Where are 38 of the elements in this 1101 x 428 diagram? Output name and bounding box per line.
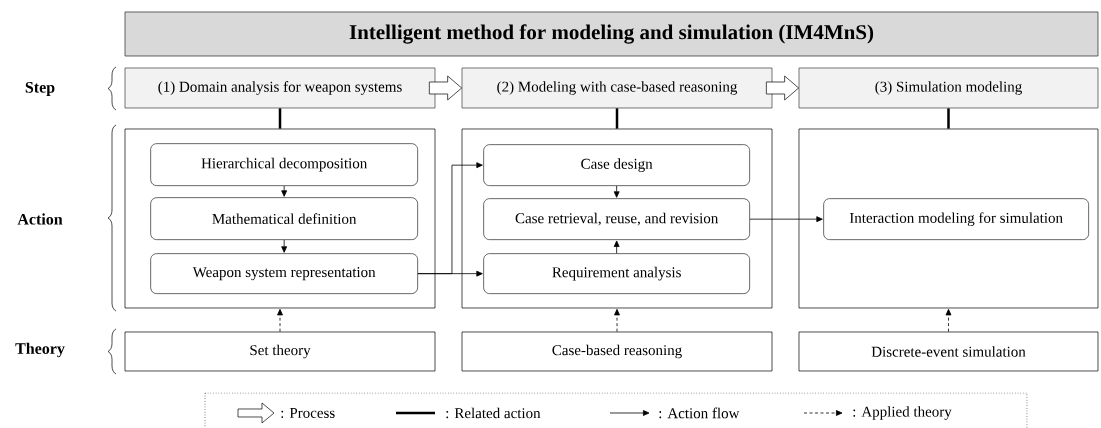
theory-box: Discrete-event simulation [798, 331, 1099, 372]
step-box: (1) Domain analysis for weapon systems [124, 67, 436, 109]
theory-box: Case-based reasoning [461, 331, 773, 372]
dashed-arrow [277, 308, 283, 333]
related-action-line [278, 108, 282, 129]
related-action-line [615, 108, 619, 129]
legend-label: : Process [281, 408, 335, 418]
process-arrow [766, 75, 799, 101]
legend-label: : Related action [446, 407, 541, 419]
row-label: Theory [15, 342, 65, 358]
process-arrow [429, 75, 462, 101]
action-box: Case design [483, 144, 750, 186]
action-box: Requirement analysis [483, 253, 750, 294]
row-label: Action [17, 213, 63, 225]
step-box: (2) Modeling with case-based reasoning [461, 67, 773, 109]
legend-label: : Action flow [659, 407, 740, 419]
legend-label: : Applied theory [853, 406, 952, 420]
arrow [613, 240, 620, 254]
panel-box [461, 128, 773, 309]
arrow [749, 216, 823, 223]
related-action-line [947, 108, 950, 129]
dashed-arrow [945, 308, 952, 333]
action-box: Case retrieval, reuse, and revision [483, 198, 750, 240]
step-box: (3) Simulation modeling [798, 67, 1099, 109]
theory-box: Set theory [124, 331, 436, 372]
title-banner: Intelligent method for modeling and simulation (IM4MnS) [124, 11, 1099, 57]
arrow [613, 185, 620, 198]
action-box: Weapon system representation [150, 253, 418, 294]
dashed-arrow [614, 308, 620, 333]
action-box: Interaction modeling for simulation [823, 198, 1089, 240]
arrow [281, 239, 288, 253]
row-label: Step [25, 82, 55, 96]
action-box: Mathematical definition [150, 197, 418, 240]
arrow [281, 185, 288, 197]
action-box: Hierarchical decomposition [150, 143, 418, 186]
panel-box [798, 128, 1099, 309]
arrow [417, 270, 483, 277]
panel-box [124, 128, 436, 309]
